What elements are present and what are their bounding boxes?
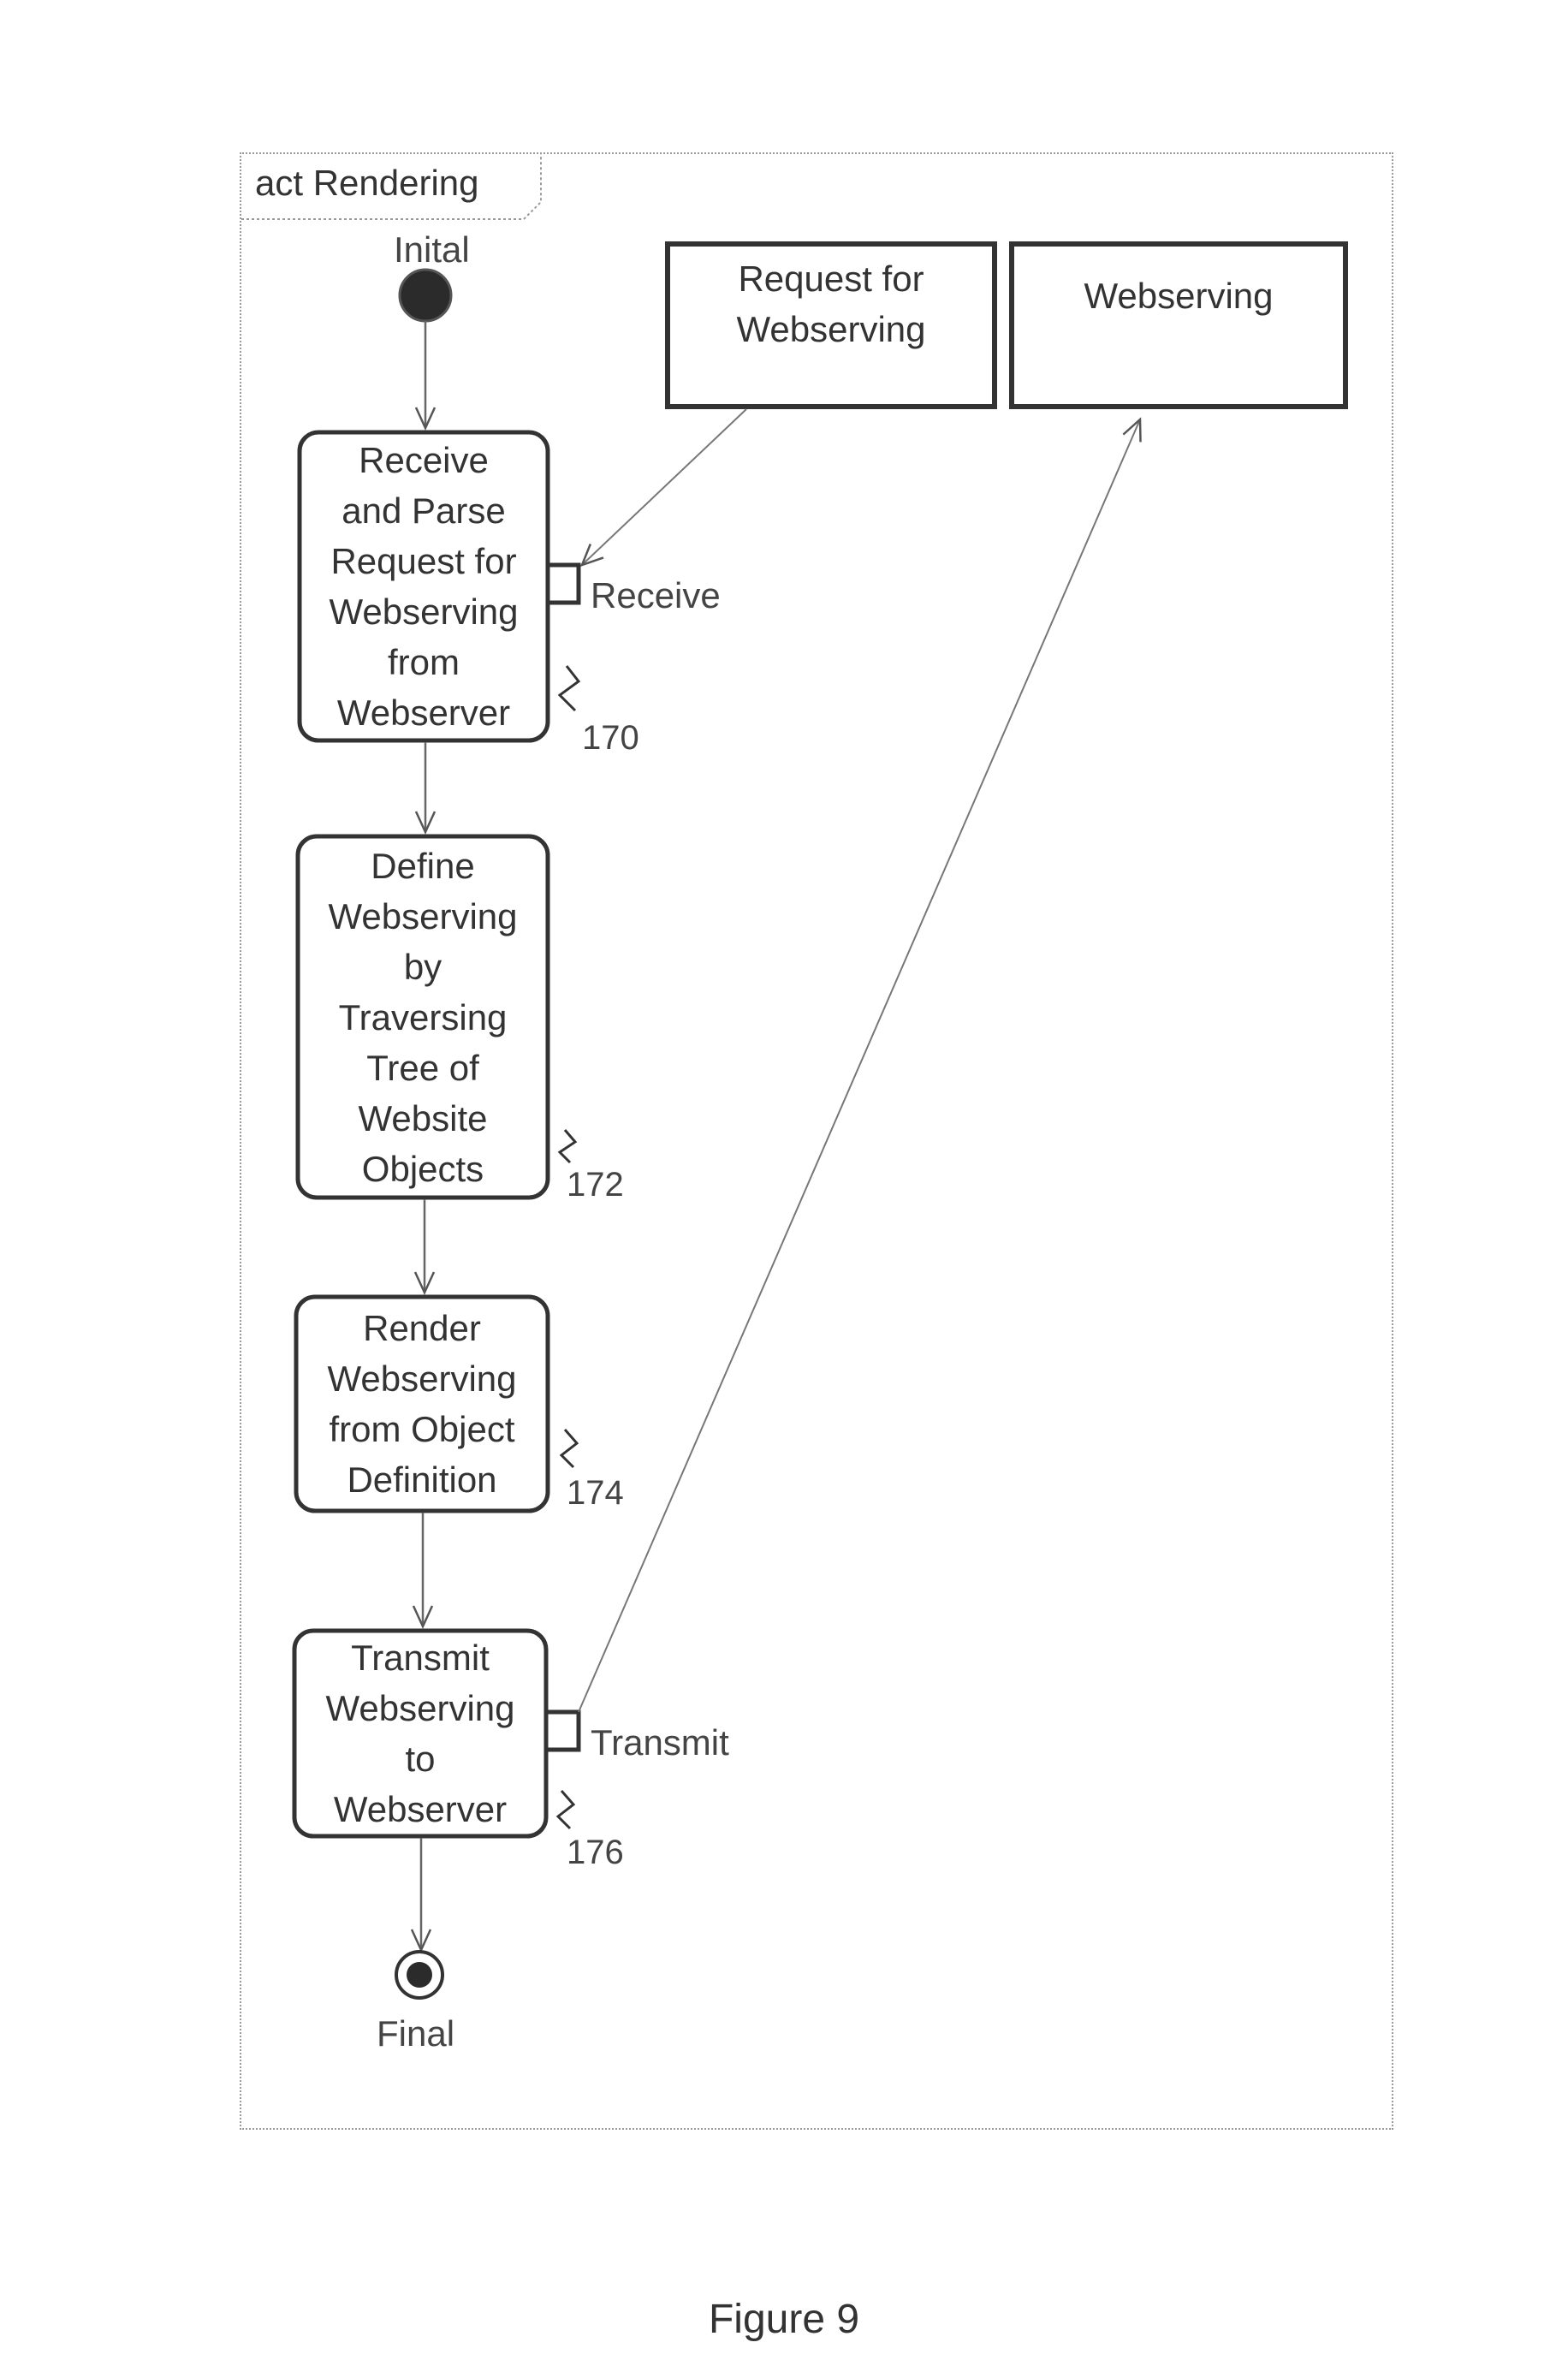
ref-squiggle-172: [560, 1130, 575, 1162]
objectflow-request-to-receive: [582, 409, 746, 565]
action-label-transmit: Transmit Webserving to Webserver: [294, 1631, 546, 1836]
ref-number-172: 172: [567, 1166, 624, 1204]
transmit-pin: [546, 1712, 579, 1750]
receive-pin-label: Receive: [591, 575, 721, 616]
final-node-inner: [407, 1962, 432, 1988]
ref-squiggle-176: [558, 1791, 573, 1828]
ref-number-170: 170: [582, 719, 639, 758]
ref-number-176: 176: [567, 1834, 624, 1872]
ref-squiggle-170: [560, 666, 579, 710]
receive-pin: [548, 565, 579, 603]
webserving-object-label: Webserving: [1012, 261, 1345, 330]
action-label-define: Define Webserving by Traversing Tree of …: [298, 836, 548, 1198]
action-label-receive: Receive and Parse Request for Webserving…: [300, 432, 548, 740]
request-object-label: Request for Webserving: [668, 257, 995, 351]
final-node-label: Final: [377, 2013, 454, 2054]
action-label-render: Render Webserving from Object Definition: [296, 1297, 548, 1511]
initial-node: [400, 270, 451, 321]
transmit-pin-label: Transmit: [591, 1722, 729, 1763]
frame-title: act Rendering: [255, 163, 479, 204]
initial-node-label: Inital: [394, 229, 470, 270]
ref-number-174: 174: [567, 1474, 624, 1513]
figure-caption: Figure 9: [0, 2296, 1568, 2343]
ref-squiggle-174: [561, 1430, 577, 1467]
